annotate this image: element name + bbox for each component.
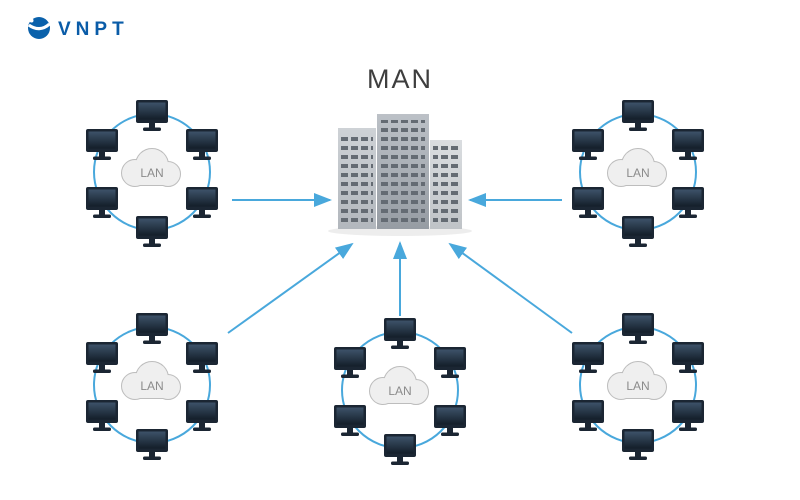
lan-label: LAN	[140, 379, 163, 393]
lan-label: LAN	[626, 379, 649, 393]
arrow-bottomleft-to-man	[227, 242, 354, 334]
lan-networks: LAN LAN LAN LAN LAN	[86, 100, 704, 465]
vnpt-logo-icon	[27, 17, 51, 39]
lan-label: LAN	[626, 166, 649, 180]
diagram-title: MAN	[367, 64, 433, 94]
lan-label: LAN	[140, 166, 163, 180]
network-links	[227, 193, 573, 334]
man-building-icon	[328, 114, 472, 236]
lan-label: LAN	[388, 384, 411, 398]
vnpt-logo: VNPT	[27, 17, 129, 40]
vnpt-logo-text: VNPT	[58, 19, 129, 40]
arrow-bottomright-to-man	[448, 242, 573, 334]
